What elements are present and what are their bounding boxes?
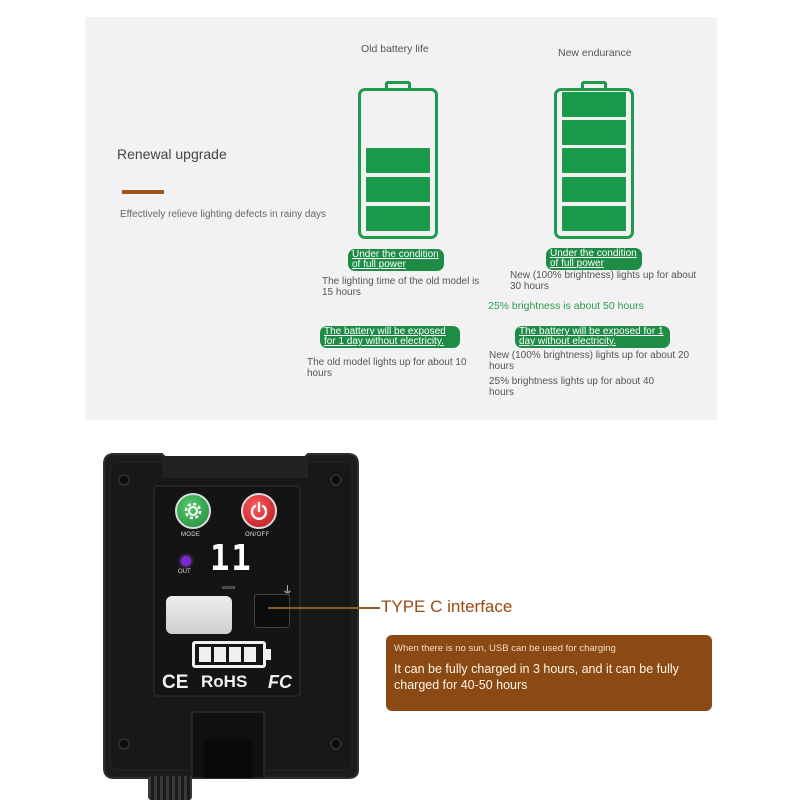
- new-battery-icon: [554, 81, 634, 239]
- new-full-power-desc: New (100% brightness) lights up for abou…: [510, 270, 697, 292]
- callout-line: [268, 607, 380, 609]
- usb-c-port[interactable]: [254, 594, 290, 628]
- battery-bar: [244, 647, 256, 662]
- battery-cell: [366, 177, 430, 202]
- mode-button[interactable]: [175, 493, 211, 529]
- screw-icon: [330, 738, 342, 750]
- new-full-power-25: 25% brightness is about 50 hours: [488, 300, 644, 312]
- section-title: Renewal upgrade: [117, 146, 227, 162]
- battery-cell: [562, 206, 626, 231]
- battery-cell: [562, 177, 626, 202]
- gear-icon: [184, 502, 202, 520]
- old-full-power-desc: The lighting time of the old model is 15…: [322, 276, 480, 298]
- battery-bar: [214, 647, 226, 662]
- display-mode-label: MODE: [222, 585, 236, 590]
- mode-label: MODE: [181, 532, 201, 538]
- old-battery-title: Old battery life: [361, 43, 429, 55]
- type-c-label: TYPE C interface: [381, 597, 513, 616]
- battery-cell: [562, 120, 626, 145]
- battery-cell: [366, 206, 430, 231]
- section-divider: [122, 190, 164, 194]
- out-label: OUT: [178, 569, 191, 575]
- new-full-power-tag: Under the condition of full power: [546, 248, 642, 270]
- battery-cell: [562, 148, 626, 173]
- display-digits: 11: [210, 538, 253, 579]
- screw-icon: [330, 474, 342, 486]
- battery-cell: [366, 148, 430, 173]
- charge-detail: It can be fully charged in 3 hours, and …: [394, 662, 679, 693]
- battery-bar: [199, 647, 211, 662]
- new-exposed-tag: The battery will be exposed for 1 day wi…: [515, 326, 670, 348]
- screw-icon: [118, 738, 130, 750]
- new-battery-title: New endurance: [558, 47, 632, 59]
- old-exposed-desc: The old model lights up for about 10 hou…: [307, 357, 467, 379]
- light-window: [166, 596, 232, 634]
- old-full-power-tag: Under the condition of full power: [348, 249, 444, 271]
- section-subtitle: Effectively relieve lighting defects in …: [120, 209, 327, 220]
- battery-bar: [229, 647, 241, 662]
- usb-icon: ⏚: [282, 585, 293, 597]
- onoff-label: ON/OFF: [245, 532, 270, 538]
- battery-indicator: [192, 641, 266, 668]
- battery-indicator-tip: [266, 649, 271, 660]
- ce-mark: CE: [162, 672, 189, 693]
- battery-cell: [562, 92, 626, 117]
- fc-mark: FC: [268, 672, 292, 692]
- charge-note: When there is no sun, USB can be used fo…: [394, 643, 616, 654]
- charging-info-box: When there is no sun, USB can be used fo…: [386, 635, 712, 711]
- cable-connector: [148, 776, 192, 800]
- power-button[interactable]: [241, 493, 277, 529]
- power-icon: [250, 501, 268, 520]
- out-led: [181, 556, 191, 566]
- rohs-mark: RoHS: [201, 672, 248, 691]
- digit-display: 11: [206, 538, 253, 580]
- new-exposed-desc: New (100% brightness) lights up for abou…: [489, 350, 690, 372]
- old-battery-icon: [358, 81, 438, 239]
- screw-icon: [118, 474, 130, 486]
- old-exposed-tag: The battery will be exposed for 1 day wi…: [320, 326, 460, 348]
- new-exposed-25: 25% brightness lights up for about 40 ho…: [489, 376, 655, 398]
